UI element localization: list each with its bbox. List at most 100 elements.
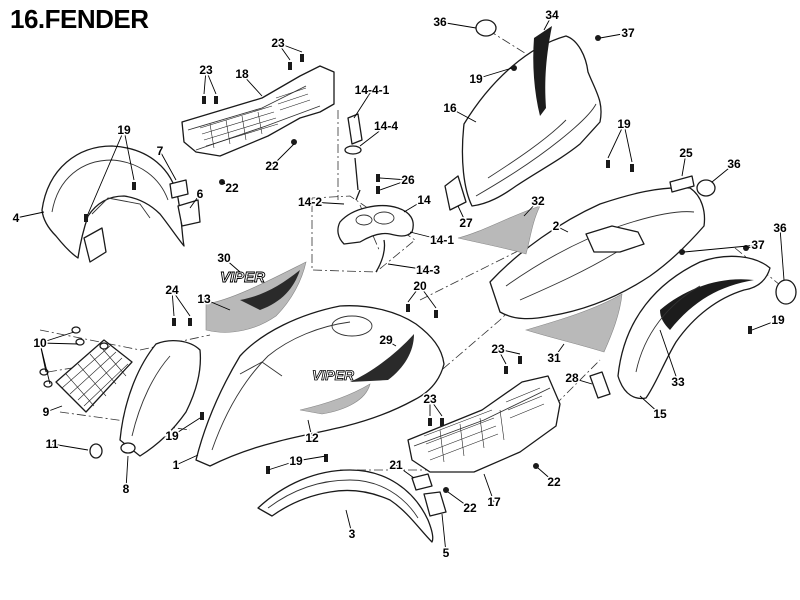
cap-part-36-top bbox=[475, 19, 497, 37]
leader-line-l23a bbox=[277, 42, 303, 53]
callout-label-l11: 11 bbox=[46, 437, 59, 451]
leader-line-l31 bbox=[553, 343, 565, 359]
callout-label-l25: 25 bbox=[679, 146, 693, 160]
decal-part-31 bbox=[524, 293, 623, 353]
decal-part-32 bbox=[457, 205, 541, 255]
leader-line-l14 bbox=[403, 199, 425, 213]
callout-label-l19a: 19 bbox=[117, 123, 131, 137]
leader-line-l8 bbox=[125, 455, 129, 490]
callout-label-l14: 14 bbox=[417, 193, 431, 207]
callout-label-l32: 32 bbox=[531, 194, 545, 208]
callout-label-l18: 18 bbox=[235, 67, 249, 81]
leader-line-l15 bbox=[639, 395, 661, 415]
callout-label-l23c: 23 bbox=[491, 342, 505, 356]
callout-label-l23d: 23 bbox=[423, 392, 437, 406]
front-inner-fender-part-4 bbox=[41, 145, 185, 263]
leader-line-l19b bbox=[475, 67, 513, 80]
leader-line-l14_2 bbox=[309, 201, 345, 205]
sticker-part-28 bbox=[589, 371, 611, 399]
callout-label-l19c: 19 bbox=[617, 117, 631, 131]
leader-line-l7 bbox=[159, 150, 177, 181]
leader-line-l22d bbox=[537, 467, 555, 483]
leader-line-l37b bbox=[683, 244, 759, 253]
sticker-part-7 bbox=[169, 179, 189, 199]
leader-line-l19a bbox=[123, 129, 135, 181]
leader-line-l18 bbox=[241, 73, 263, 97]
callout-label-l33: 33 bbox=[671, 375, 685, 389]
diagram-title: 16.FENDER bbox=[10, 4, 149, 34]
callout-label-l36b: 36 bbox=[727, 157, 741, 171]
leader-line-l13 bbox=[203, 298, 231, 311]
callout-label-l19f: 19 bbox=[289, 454, 303, 468]
svg-text:VIPER: VIPER bbox=[312, 367, 355, 383]
leader-line-l32 bbox=[523, 200, 539, 217]
leader-line-l6 bbox=[189, 193, 201, 209]
leader-line-l36c bbox=[779, 227, 785, 281]
callout-label-l14_4: 14-4 bbox=[374, 119, 398, 133]
leader-line-l19f bbox=[267, 460, 297, 471]
leader-line-l34 bbox=[543, 14, 553, 31]
callout-label-l23b: 23 bbox=[199, 63, 213, 77]
decal-part-29: VIPER bbox=[299, 334, 414, 415]
callout-label-l13: 13 bbox=[197, 292, 211, 306]
leader-line-l19a bbox=[87, 129, 125, 215]
callout-label-l16: 16 bbox=[443, 101, 457, 115]
grommets-part-10 bbox=[39, 326, 109, 388]
leader-line-l26 bbox=[379, 179, 409, 191]
callout-label-l34: 34 bbox=[545, 8, 559, 22]
callout-label-l26: 26 bbox=[401, 173, 415, 187]
callout-label-l31: 31 bbox=[547, 351, 561, 365]
callout-label-l8: 8 bbox=[123, 482, 130, 496]
rear-fender-part-15 bbox=[617, 255, 771, 400]
screws bbox=[84, 35, 752, 493]
callout-label-l14_3: 14-3 bbox=[416, 263, 440, 277]
leader-line-l14_1 bbox=[409, 231, 443, 241]
leader-line-l36b bbox=[711, 163, 735, 183]
leader-line-l26 bbox=[379, 177, 409, 181]
leader-line-l37a bbox=[599, 32, 629, 39]
cap-part-36-far-right bbox=[775, 279, 797, 305]
callout-label-l9: 9 bbox=[43, 405, 50, 419]
callout-label-l3: 3 bbox=[349, 527, 356, 541]
callout-label-l29: 29 bbox=[379, 333, 393, 347]
callout-label-l28: 28 bbox=[565, 371, 579, 385]
leader-line-l29 bbox=[385, 339, 397, 347]
leader-line-l23b bbox=[205, 69, 217, 95]
rear-fender-part-2 bbox=[489, 187, 706, 320]
sticker-part-25 bbox=[669, 175, 695, 193]
callout-label-l6: 6 bbox=[197, 187, 204, 201]
callout-label-l22c: 22 bbox=[463, 501, 477, 515]
callout-label-l14_1: 14-1 bbox=[430, 233, 454, 247]
leader-line-l23c bbox=[497, 348, 521, 355]
sticker-part-6 bbox=[177, 199, 201, 227]
mesh-grille-part-9 bbox=[55, 339, 133, 413]
leader-line-l9 bbox=[45, 405, 63, 413]
dash-panel-part-14 bbox=[337, 205, 414, 245]
leader-line-l5 bbox=[441, 513, 447, 554]
leader-line-l28 bbox=[571, 377, 593, 385]
leader-line-l19e bbox=[171, 417, 201, 437]
callout-label-l12: 12 bbox=[305, 431, 319, 445]
leader-line-l22c bbox=[447, 491, 471, 509]
leader-line-l20 bbox=[419, 285, 437, 309]
callout-label-l1: 1 bbox=[173, 458, 180, 472]
leader-line-l11 bbox=[51, 443, 89, 451]
leader-line-l33 bbox=[659, 329, 679, 383]
leader-line-l21 bbox=[395, 464, 415, 479]
callout-label-l22a: 22 bbox=[225, 181, 239, 195]
callout-label-l15: 15 bbox=[653, 407, 667, 421]
callout-label-l22d: 22 bbox=[547, 475, 561, 489]
viper-logo-decal-part-30: VIPER bbox=[220, 269, 266, 287]
leader-line-l23d bbox=[429, 398, 443, 417]
callout-label-l19d: 19 bbox=[771, 313, 785, 327]
rear-rack-part-17 bbox=[407, 375, 561, 473]
callout-label-l10: 10 bbox=[33, 336, 47, 350]
leader-line-l19c bbox=[607, 123, 625, 159]
callout-label-l37b: 37 bbox=[751, 238, 765, 252]
leader-line-l12 bbox=[307, 419, 313, 439]
leader-line-l24 bbox=[171, 289, 191, 317]
callout-label-l17: 17 bbox=[487, 495, 501, 509]
wire-part-14-3 bbox=[375, 239, 386, 273]
leader-line-l3 bbox=[345, 509, 353, 535]
